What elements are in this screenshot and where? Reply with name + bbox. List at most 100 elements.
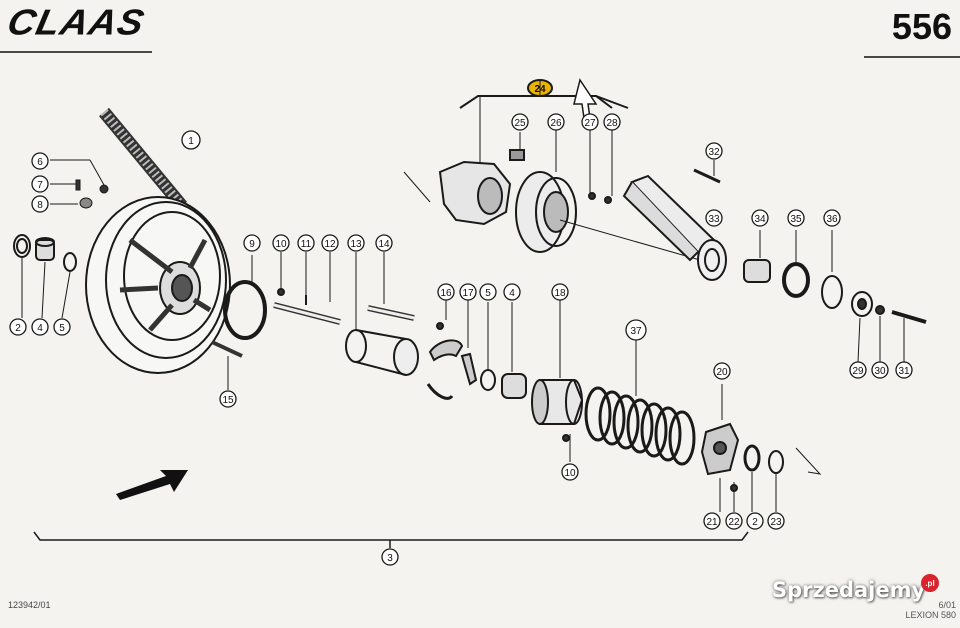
callout-26: 26 [547,113,565,131]
svg-text:33: 33 [708,214,720,225]
callout-5b: 5 [479,283,497,301]
callout-1: 1 [181,130,201,150]
callout-30: 30 [871,361,889,379]
svg-text:27: 27 [584,118,596,129]
callout-17: 17 [459,283,477,301]
callout-27: 27 [581,113,599,131]
svg-text:17: 17 [462,288,474,299]
callout-21: 21 [703,512,721,530]
svg-text:28: 28 [606,118,618,129]
watermark-badge: .pl [921,574,939,592]
group-bracket [33,531,749,548]
lever-and-bearing-parts [622,160,927,363]
svg-text:26: 26 [550,118,562,129]
svg-text:14: 14 [378,239,390,250]
svg-text:11: 11 [301,239,312,250]
callout-12: 12 [321,234,339,252]
callout-11: 11 [297,234,315,252]
callout-28: 28 [603,113,621,131]
svg-text:23: 23 [770,517,782,528]
callout-5a: 5 [53,318,71,336]
svg-text:3: 3 [387,553,393,564]
svg-text:30: 30 [874,366,886,377]
callout-2b: 2 [746,512,764,530]
callout-3: 3 [381,548,399,566]
callout-32: 32 [705,142,723,160]
model-label: 6/01 LEXION 580 [905,600,956,620]
svg-text:5: 5 [59,323,65,334]
svg-text:21: 21 [706,517,718,528]
svg-text:5: 5 [485,288,491,299]
svg-text:13: 13 [350,239,362,250]
callout-16: 16 [437,283,455,301]
svg-text:6: 6 [37,157,43,168]
callout-9: 9 [243,234,261,252]
direction-arrow-icon [116,470,188,500]
sprzedajemy-watermark: Sprzedajemy [772,578,926,602]
svg-text:4: 4 [509,288,515,299]
svg-text:36: 36 [826,214,838,225]
callout-35: 35 [787,209,805,227]
svg-text:20: 20 [716,367,728,378]
svg-text:31: 31 [898,366,910,377]
svg-text:32: 32 [708,147,720,158]
callout-33: 33 [705,209,723,227]
svg-text:2: 2 [15,323,21,334]
callout-10a: 10 [272,234,290,252]
drive-belt [98,107,188,211]
callout-10b: 10 [561,463,579,481]
svg-text:9: 9 [249,239,255,250]
callout-29: 29 [849,361,867,379]
svg-text:16: 16 [440,288,452,299]
callout-31: 31 [895,361,913,379]
svg-text:22: 22 [728,517,740,528]
part-callouts: 1 6 7 8 2 4 5 9 10 11 12 13 14 15 16 17 … [9,84,913,566]
leader-lines-6-7-8 [50,159,109,209]
svg-text:7: 7 [37,180,43,191]
svg-text:37: 37 [630,326,642,337]
svg-text:12: 12 [324,239,336,250]
callout-6: 6 [31,152,49,170]
clutch-parts [426,300,584,462]
svg-text:10: 10 [275,239,287,250]
callout-20: 20 [713,362,731,380]
svg-text:29: 29 [852,366,864,377]
drawing-code: 123942/01 [8,600,51,610]
svg-text:10: 10 [564,468,576,479]
svg-text:2: 2 [752,517,758,528]
svg-text:24: 24 [534,84,546,95]
callout-36: 36 [823,209,841,227]
svg-text:1: 1 [188,136,194,147]
callout-34: 34 [751,209,769,227]
svg-text:35: 35 [790,214,802,225]
svg-text:18: 18 [554,288,566,299]
callout-24: 24 [534,84,546,95]
model-line-1: 6/01 [938,600,956,610]
callout-25: 25 [511,113,529,131]
spring-plate [700,384,822,512]
callout-4a: 4 [31,318,49,336]
callout-18: 18 [551,283,569,301]
callout-13: 13 [347,234,365,252]
model-line-2: LEXION 580 [905,610,956,620]
callout-14: 14 [375,234,393,252]
svg-text:34: 34 [754,214,766,225]
callout-22: 22 [725,512,743,530]
svg-text:4: 4 [37,323,43,334]
callout-2a: 2 [9,318,27,336]
callout-37: 37 [625,319,647,341]
callout-23: 23 [767,512,785,530]
pulley [85,196,231,374]
upper-assembly [403,78,701,261]
middle-parts-row [211,252,419,390]
callout-15: 15 [219,390,237,408]
svg-text:25: 25 [514,118,526,129]
compression-spring [584,340,696,466]
page-number: 556 [891,6,952,47]
svg-text:15: 15 [222,395,234,406]
left-small-parts [13,234,77,319]
svg-text:8: 8 [37,200,43,211]
callout-7: 7 [31,175,49,193]
